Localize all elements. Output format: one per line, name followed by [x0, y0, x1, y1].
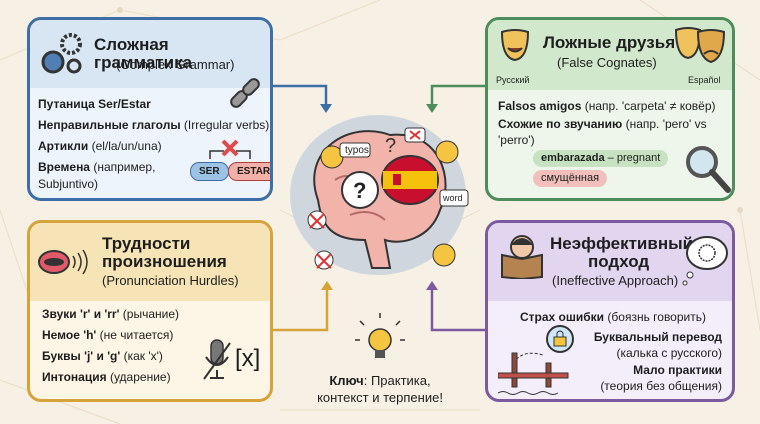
panel-subtitle: (Pronunciation Hurdles)	[102, 273, 239, 288]
example-russian: смущённая	[533, 170, 608, 187]
panel-title: Ложные друзья	[543, 33, 676, 52]
arrow-cognates	[430, 84, 485, 104]
gears-icon	[41, 33, 82, 74]
panel-subtitle: (Ineffective Approach)	[552, 273, 679, 288]
item-intonation: Интонация (ударение)	[42, 370, 171, 384]
key-takeaway: Ключ: Практика, контекст и терпение!	[317, 373, 443, 405]
svg-text:?: ?	[353, 178, 366, 203]
panel-subtitle: (Complex Grammar)	[116, 57, 235, 72]
bridge-lock-icon	[498, 325, 574, 395]
item-literal-translation: Буквальный перевод	[593, 330, 722, 344]
broken-chain-icon	[230, 78, 260, 108]
item-falsos-amigos: Falsos amigos (напр. 'carpeta' ≠ ковёр)	[498, 99, 716, 113]
estar-tag: ESTAR	[228, 162, 270, 181]
magnifier-icon	[686, 146, 731, 193]
panel-title-line2: подход	[588, 252, 650, 271]
item-little-practice: Мало практики	[633, 363, 722, 377]
espanol-label: Español	[688, 75, 721, 85]
panel-subtitle: (False Cognates)	[557, 55, 657, 70]
panel-title-line1: Неэффективный	[550, 234, 694, 253]
item-fear-of-mistakes: Страх ошибки (боязнь говорить)	[520, 310, 706, 324]
muted-microphone-icon	[203, 339, 231, 380]
svg-text:?: ?	[385, 135, 396, 157]
panel-header	[30, 20, 270, 88]
panel-pronunciation: Трудности произношения (Pronunciation Hu…	[27, 220, 273, 402]
typos-bubble: typos	[345, 145, 369, 156]
item-articles: Артикли (el/la/un/una)	[38, 139, 162, 153]
item-irregular-verbs: Неправильные глаголы (Irregular verbs)	[38, 118, 270, 132]
item-similar-sound: Схожие по звучанию (напр. 'pero' vs	[498, 117, 707, 131]
example-spanish: embarazada – pregnant	[533, 150, 669, 167]
panel-complex-grammar: Сложная грамматика (Complex Grammar) Пут…	[27, 17, 273, 201]
panel-title-line1: Трудности	[102, 234, 191, 253]
panel-false-cognates: Русский Ложные друзья (False Cognates) E…	[485, 17, 735, 201]
lightbulb-icon	[355, 313, 405, 358]
russian-label: Русский	[496, 75, 530, 85]
arrow-grammar	[273, 84, 328, 104]
word-bubble: word	[443, 193, 463, 203]
panel-title: Сложная грамматика	[94, 35, 193, 72]
item-r-sounds: Звуки 'r' и 'rr' (рычание)	[42, 307, 180, 321]
theater-masks-icon	[674, 27, 726, 64]
brain-illustration: ? ?	[290, 115, 469, 275]
item-little-practice-detail: (теория без общения)	[600, 379, 722, 393]
mouth-sound-icon	[38, 249, 88, 275]
item-tenses: Времена (например,	[38, 160, 156, 174]
ser-tag: SER	[190, 162, 229, 181]
item-silent-h: Немое 'h' (не читается)	[42, 328, 174, 342]
phonetic-symbol: [x]	[235, 345, 261, 372]
item-ser-estar: Путаница Ser/Estar	[38, 97, 151, 111]
item-j-g: Буквы 'j' и 'g' (как 'x')	[42, 349, 163, 363]
arrow-approach	[430, 290, 485, 332]
arrow-pronunciation	[273, 290, 329, 332]
happy-mask-icon	[500, 29, 530, 62]
panel-ineffective-approach: Неэффективный подход (Ineffective Approa…	[485, 220, 735, 402]
cross-mark-icon	[209, 139, 251, 159]
item-literal-translation-detail: (калька с русского)	[616, 346, 722, 360]
panel-title-line2: произношения	[102, 252, 227, 271]
thought-cloud-icon	[682, 236, 728, 286]
item-similar-sound-cont: 'perro')	[498, 133, 535, 147]
item-tenses-cont: Subjuntivo)	[38, 177, 99, 191]
reading-person-icon	[501, 235, 543, 279]
